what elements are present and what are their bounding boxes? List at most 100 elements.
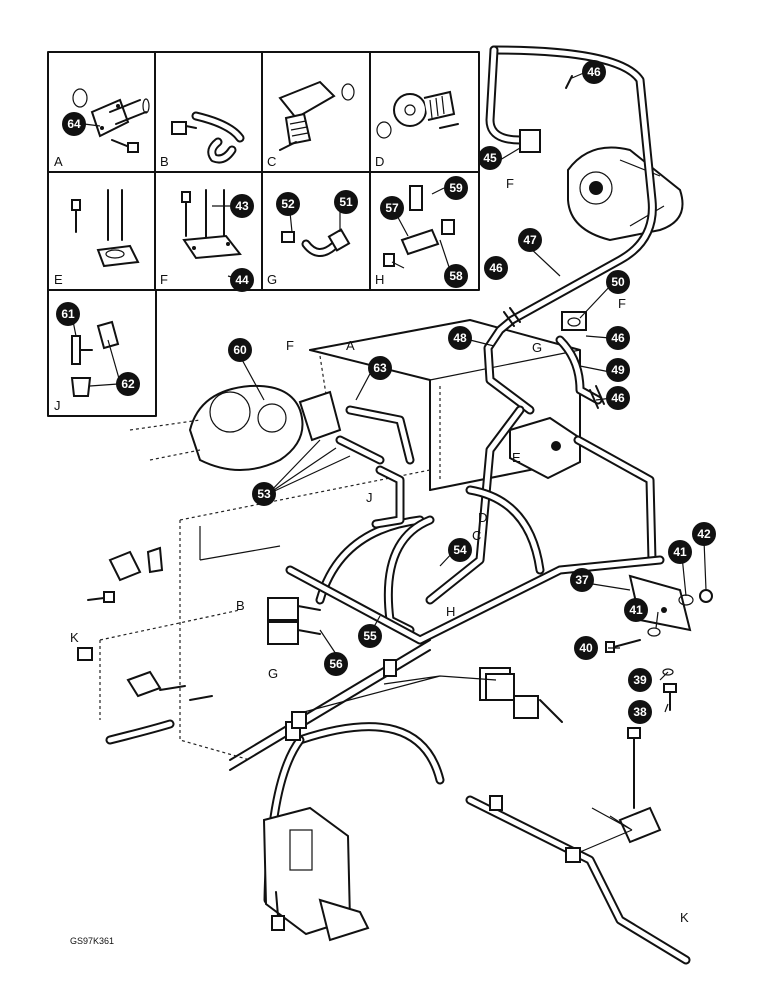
svg-text:41: 41 xyxy=(673,545,687,559)
svg-text:53: 53 xyxy=(257,487,271,501)
callout-46-left: 46 xyxy=(484,256,508,280)
callout-54: 54 xyxy=(448,538,472,562)
callout-53: 53 xyxy=(252,482,276,506)
callout-63: 63 xyxy=(368,356,392,380)
svg-text:42: 42 xyxy=(697,527,711,541)
panel-letter-h: H xyxy=(375,272,384,287)
svg-text:44: 44 xyxy=(235,273,249,287)
panel-letter-d: D xyxy=(375,154,384,169)
panel-f-square-flange xyxy=(181,189,242,260)
callout-40: 40 xyxy=(574,636,598,660)
panel-g-swivel-fitting xyxy=(281,228,351,257)
label-g-right: G xyxy=(532,340,542,355)
callout-62: 62 xyxy=(116,372,140,396)
panel-c-threaded-flange xyxy=(278,80,355,151)
svg-text:64: 64 xyxy=(67,117,81,131)
svg-text:51: 51 xyxy=(339,195,353,209)
side-fittings xyxy=(77,546,321,701)
hose-routing xyxy=(285,405,665,645)
svg-text:60: 60 xyxy=(233,343,247,357)
panel-letter-c: C xyxy=(267,154,276,169)
panel-letter-f: F xyxy=(160,272,168,287)
svg-text:37: 37 xyxy=(575,573,589,587)
callout-55: 55 xyxy=(358,624,382,648)
callout-58: 58 xyxy=(444,264,468,288)
panel-e-pipe-flange xyxy=(71,189,140,268)
callout-52: 52 xyxy=(276,192,300,216)
label-k-right: K xyxy=(680,910,689,925)
callout-46-top: 46 xyxy=(582,60,606,84)
callouts: 64 43 44 52 51 59 57 58 61 62 46 45 47 4… xyxy=(56,60,716,724)
svg-text:47: 47 xyxy=(523,233,537,247)
callout-56: 56 xyxy=(324,652,348,676)
label-f-left: F xyxy=(286,338,294,353)
svg-text:61: 61 xyxy=(61,307,75,321)
callout-61: 61 xyxy=(56,302,80,326)
pipe-loop xyxy=(483,45,657,415)
callout-48: 48 xyxy=(448,326,472,350)
panel-letter-b: B xyxy=(160,154,169,169)
callout-45: 45 xyxy=(478,146,502,170)
panel-letters: A B C D E F G H J xyxy=(54,154,384,413)
svg-text:48: 48 xyxy=(453,331,467,345)
callout-60: 60 xyxy=(228,338,252,362)
callout-46-mid: 46 xyxy=(606,326,630,350)
label-e: E xyxy=(512,450,521,465)
svg-text:41: 41 xyxy=(629,603,643,617)
label-k-left: K xyxy=(70,630,79,645)
callout-44: 44 xyxy=(230,268,254,292)
inset-row-3 xyxy=(47,289,157,417)
svg-text:49: 49 xyxy=(611,363,625,377)
svg-text:62: 62 xyxy=(121,377,135,391)
panel-h-tee-fitting xyxy=(383,185,455,267)
panel-a-flange-fitting xyxy=(72,88,150,153)
label-f-pump: F xyxy=(506,176,514,191)
callout-43: 43 xyxy=(230,194,254,218)
label-h: H xyxy=(446,604,455,619)
callout-51: 51 xyxy=(334,190,358,214)
pump-housing xyxy=(129,384,342,471)
callout-46-low: 46 xyxy=(606,386,630,410)
panel-j-tee-adaptor xyxy=(70,320,120,397)
tank-housing xyxy=(99,319,581,761)
svg-text:56: 56 xyxy=(329,657,343,671)
svg-text:38: 38 xyxy=(633,705,647,719)
clamps xyxy=(291,659,581,863)
panel-d-round-flange xyxy=(376,90,459,139)
svg-text:54: 54 xyxy=(453,543,467,557)
svg-text:46: 46 xyxy=(489,261,503,275)
panel-letter-a: A xyxy=(54,154,63,169)
panel-letter-g: G xyxy=(267,272,277,287)
svg-text:46: 46 xyxy=(611,391,625,405)
svg-text:63: 63 xyxy=(373,361,387,375)
lower-lines xyxy=(105,639,691,965)
label-c: C xyxy=(472,528,481,543)
callout-49: 49 xyxy=(606,358,630,382)
label-g-lower: G xyxy=(268,666,278,681)
callout-38: 38 xyxy=(628,700,652,724)
inset-grid xyxy=(47,51,480,417)
svg-text:57: 57 xyxy=(385,201,399,215)
callout-39: 39 xyxy=(628,668,652,692)
svg-text:50: 50 xyxy=(611,275,625,289)
label-a: A xyxy=(346,338,355,353)
svg-text:39: 39 xyxy=(633,673,647,687)
svg-text:59: 59 xyxy=(449,181,463,195)
label-b: B xyxy=(236,598,245,613)
svg-text:52: 52 xyxy=(281,197,295,211)
panel-letter-e: E xyxy=(54,272,63,287)
svg-text:58: 58 xyxy=(449,269,463,283)
callout-50: 50 xyxy=(606,270,630,294)
drawing-code: GS97K361 xyxy=(70,936,114,946)
callout-59: 59 xyxy=(444,176,468,200)
callout-37: 37 xyxy=(570,568,594,592)
callout-41-upper: 41 xyxy=(668,540,692,564)
svg-text:55: 55 xyxy=(363,629,377,643)
callout-42: 42 xyxy=(692,522,716,546)
label-j: J xyxy=(366,490,373,505)
callout-64: 64 xyxy=(62,112,86,136)
svg-text:45: 45 xyxy=(483,151,497,165)
panel-b-hose-adaptor xyxy=(171,111,245,164)
mounting-bracket xyxy=(605,574,713,711)
